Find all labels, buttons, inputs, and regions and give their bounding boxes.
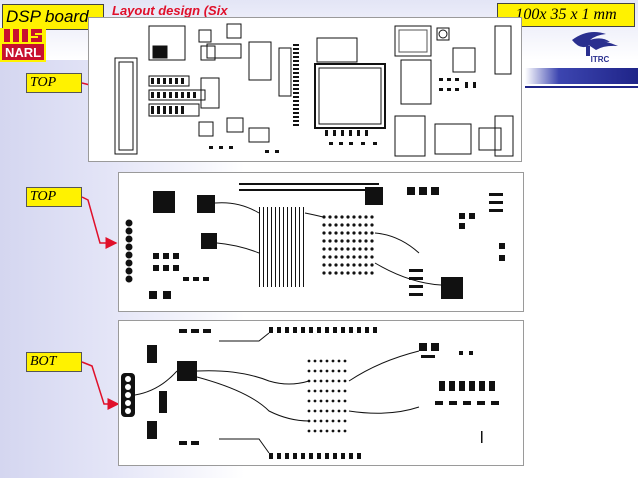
header-accent-bar: [525, 68, 638, 84]
slide-title: DSP board: [2, 4, 104, 30]
bga-grid-top: [322, 215, 374, 275]
view-label-top-1: TOP: [26, 73, 82, 93]
view-label-bot: BOT: [26, 352, 82, 372]
itrc-logo: ITRC: [566, 24, 636, 64]
narl-logo-text: NARL: [5, 45, 41, 60]
itrc-logo-text: ITRC: [591, 55, 610, 64]
pcb-top-silkscreen: [88, 17, 522, 162]
header-accent-line: [525, 86, 638, 88]
view-label-top-2: TOP: [26, 187, 82, 207]
pcb-bottom-copper: [118, 320, 524, 466]
via-grid-bottom: [307, 359, 347, 433]
pcb-top-copper: [118, 172, 524, 312]
narl-logo: NARL: [0, 28, 46, 62]
